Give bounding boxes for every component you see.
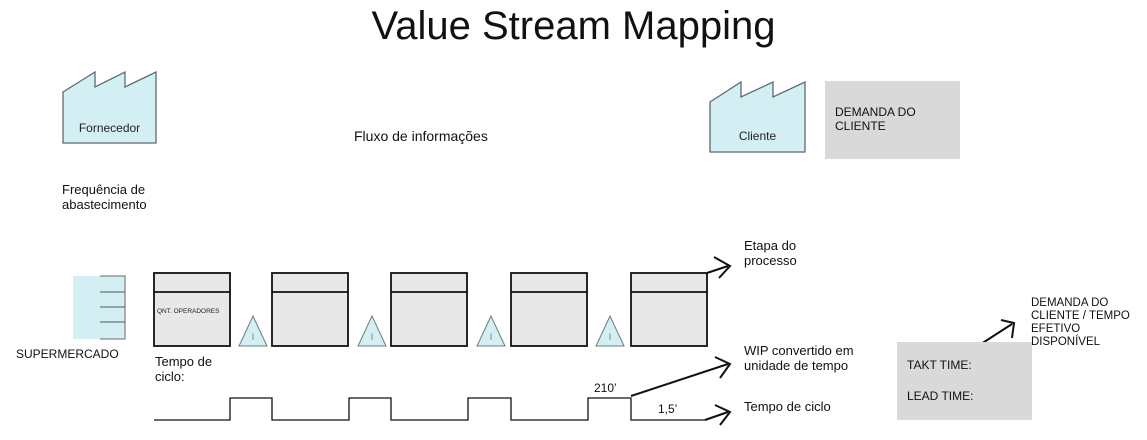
cycle-time-value: 1,5’ <box>658 402 678 416</box>
info-flow-label: Fluxo de informações <box>354 128 488 144</box>
takt-arrow <box>980 319 1016 345</box>
wip-time-value: 210’ <box>594 381 617 395</box>
inventory-glyph: I <box>371 332 374 342</box>
inventory-glyph: I <box>609 332 612 342</box>
customer-factory-icon[interactable] <box>709 80 806 153</box>
inventory-triangle-icon[interactable]: I <box>357 314 387 347</box>
takt-definition-annotation: DEMANDA DO CLIENTE / TEMPO EFETIVO DISPO… <box>1031 297 1130 348</box>
customer-label: Cliente <box>738 129 777 143</box>
process-step-arrow <box>706 256 732 279</box>
process-box[interactable] <box>271 272 349 347</box>
process-step-annotation: Etapa do processo <box>744 238 797 268</box>
cycle-time-arrow <box>704 404 732 426</box>
page-title: Value Stream Mapping <box>371 4 776 48</box>
supply-frequency-label: Frequência de abastecimento <box>62 182 147 212</box>
operators-label: QNT. OPERADORES <box>157 308 220 315</box>
inventory-triangle-icon[interactable]: I <box>595 314 625 347</box>
inventory-triangle-icon[interactable]: I <box>476 314 506 347</box>
inventory-glyph: I <box>252 332 255 342</box>
process-box[interactable] <box>630 272 708 347</box>
customer-demand-box[interactable]: DEMANDA DO CLIENTE <box>825 81 960 159</box>
process-box[interactable] <box>390 272 468 347</box>
lead-time-label[interactable]: LEAD TIME: <box>907 389 974 403</box>
supermarket-label: SUPERMERCADO <box>16 347 119 361</box>
timeline-line <box>154 397 705 421</box>
wip-converted-annotation: WIP convertido em unidade de tempo <box>744 343 854 373</box>
process-box[interactable] <box>153 272 231 347</box>
cycle-time-label: Tempo de ciclo: <box>155 354 213 384</box>
inventory-triangle-icon[interactable]: I <box>238 314 268 347</box>
wip-arrow <box>630 356 732 397</box>
takt-time-label[interactable]: TAKT TIME: <box>907 358 972 372</box>
supplier-factory-icon[interactable] <box>62 70 157 144</box>
summary-box: TAKT TIME: LEAD TIME: <box>897 342 1032 420</box>
supplier-label: Fornecedor <box>78 121 141 135</box>
supermarket-icon[interactable] <box>73 275 126 340</box>
inventory-glyph: I <box>490 332 493 342</box>
cycle-time-annotation: Tempo de ciclo <box>744 399 831 414</box>
process-box[interactable] <box>510 272 588 347</box>
